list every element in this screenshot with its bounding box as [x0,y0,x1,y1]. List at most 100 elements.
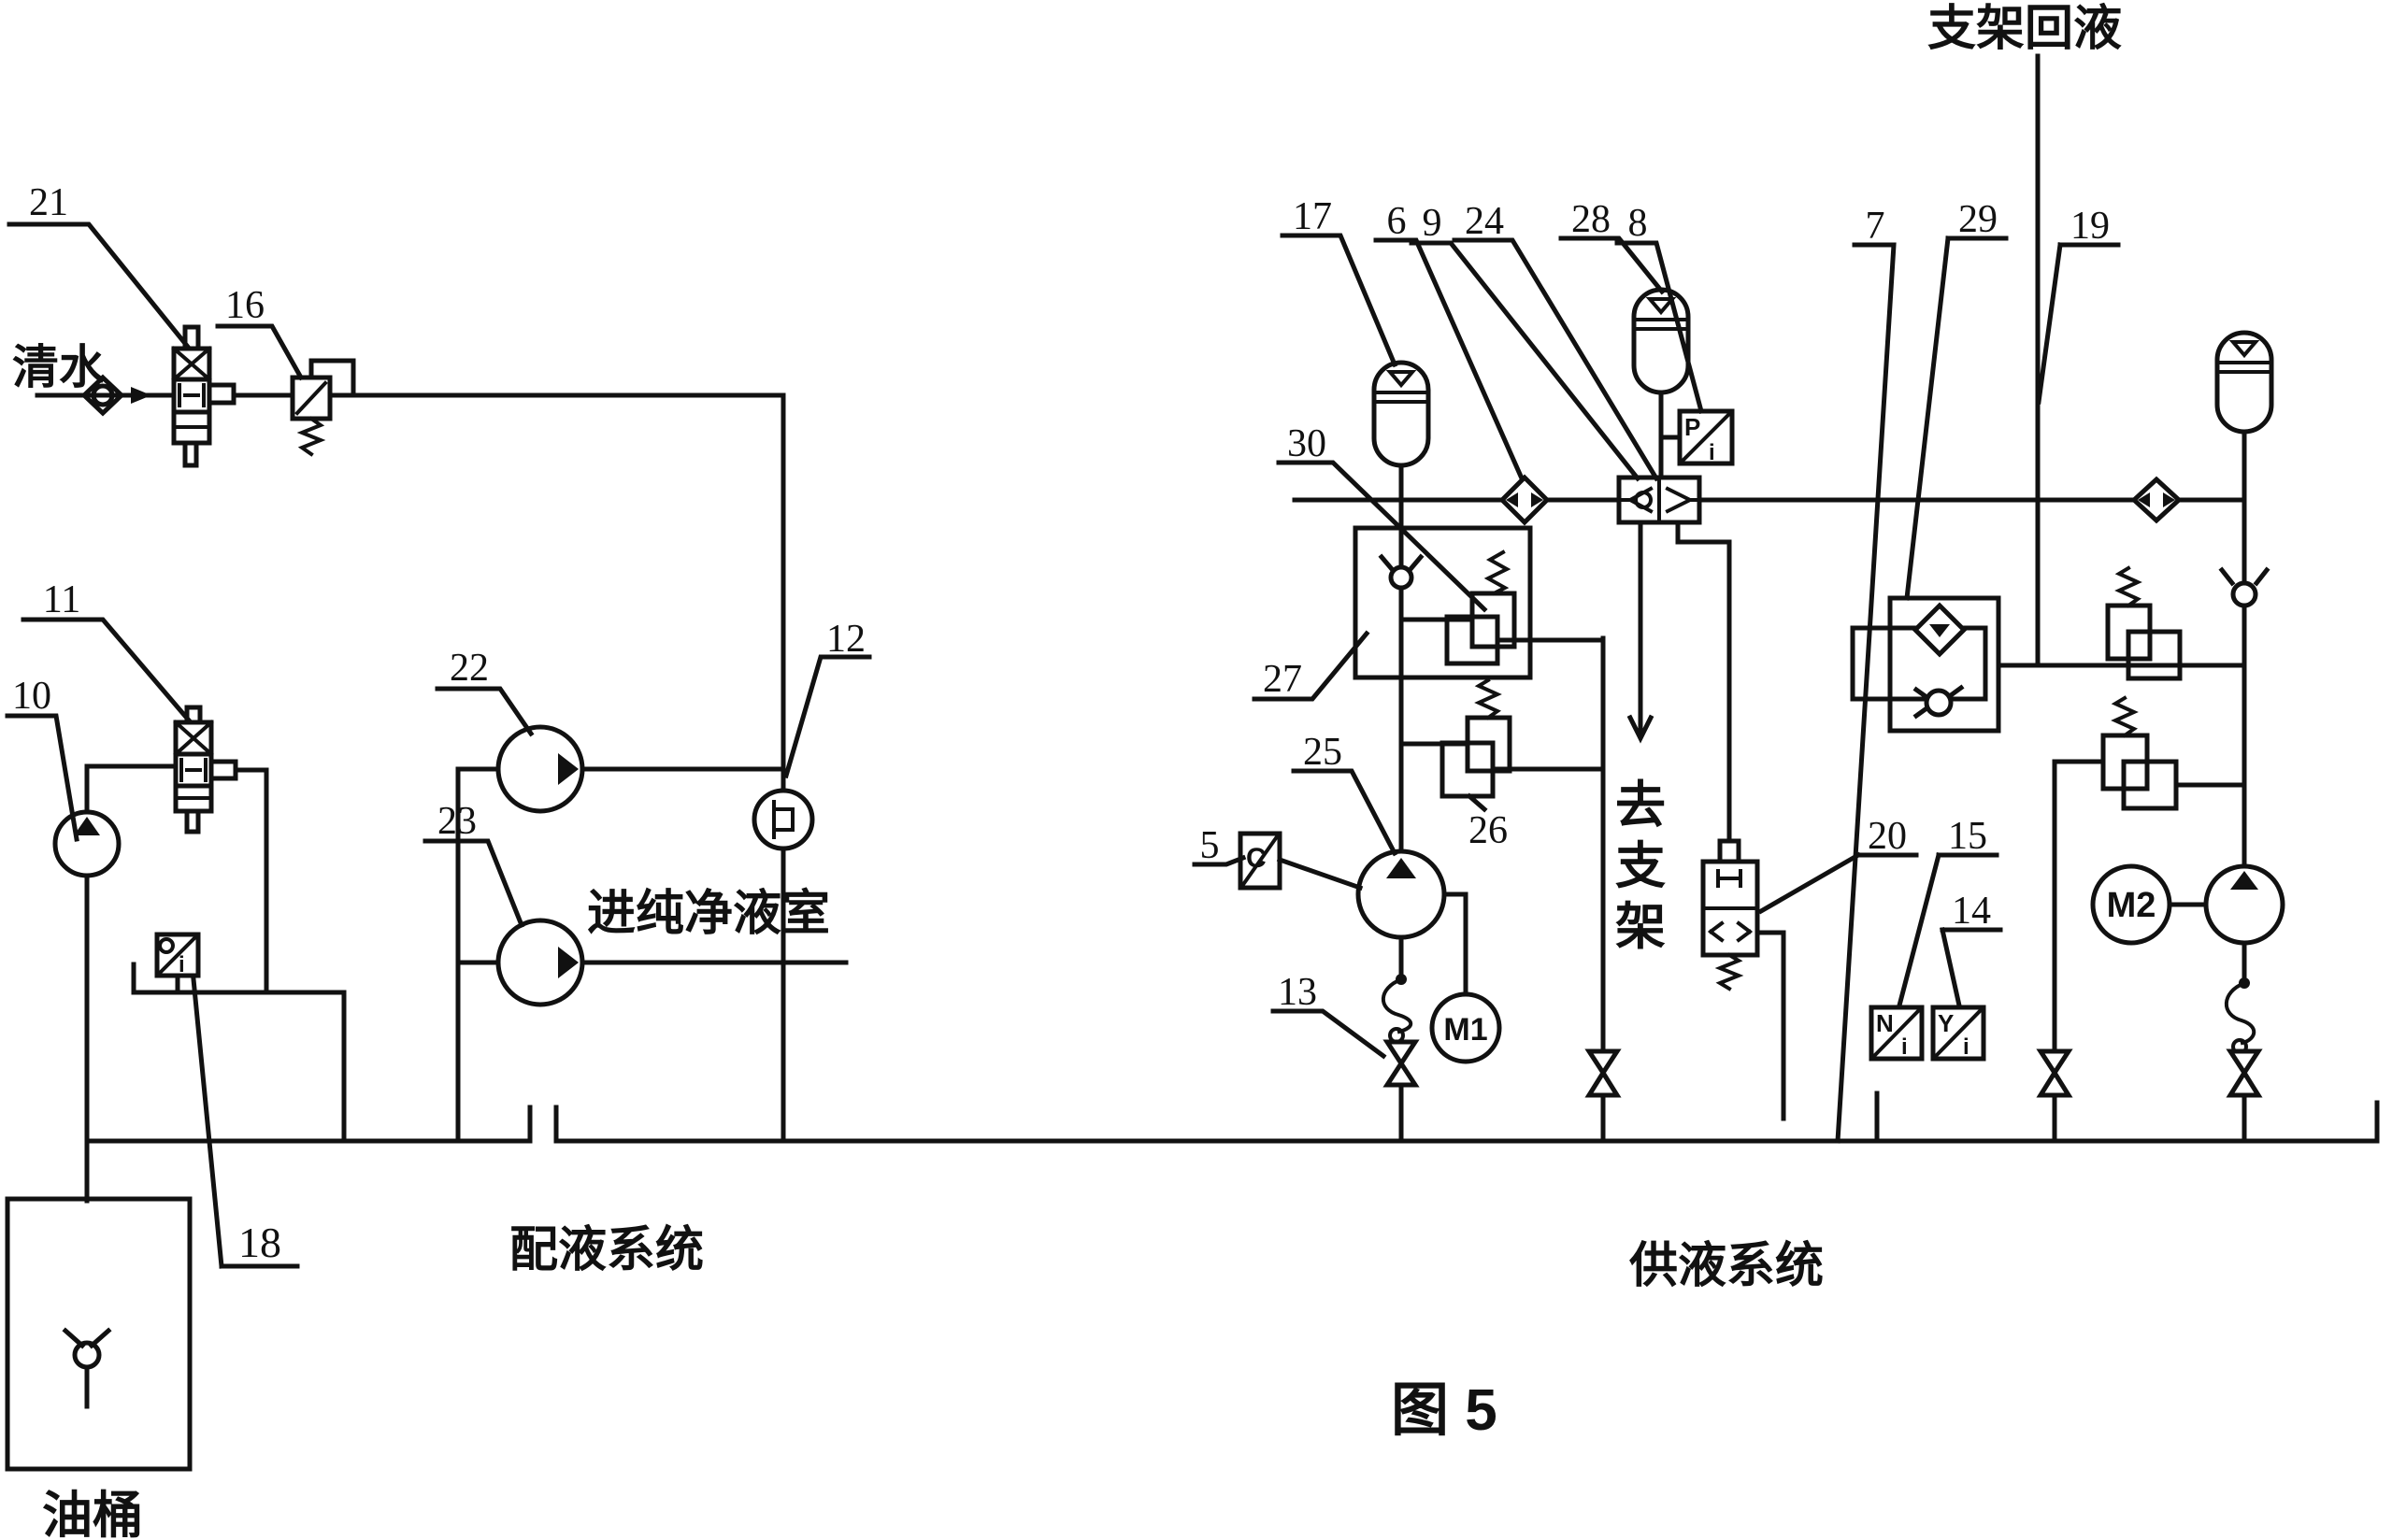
part-number-17: 17 [1293,195,1332,238]
shutoff-valve-icon [1382,1039,1420,1088]
sensor-i-label: i [179,952,185,977]
part-number-19: 19 [2070,205,2110,248]
part-number-8: 8 [1628,202,1648,245]
part-number-16: 16 [225,284,265,327]
shutoff-valve-icon [2036,1048,2073,1098]
pump-25-group: C M1 [1238,831,1502,1144]
shutoff-valve-icon [1584,1048,1622,1098]
support-return-label: 支架回液 [1927,2,2122,56]
part-number-18: 18 [238,1219,281,1266]
right-system: P i [553,53,2380,1144]
part-number-23: 23 [437,800,477,843]
oil-tank [5,1196,193,1472]
part-number-7: 7 [1866,205,1885,248]
sensor-c-box: C [1238,831,1364,891]
accumulator-17-icon [1371,360,1431,503]
solenoid-valve-11-icon [173,705,238,834]
part-number-11: 11 [43,578,80,621]
clean-water-label: 清水 [12,341,107,393]
sensor-n-box: N i [1869,1005,1925,1062]
valve-24-icon [1616,475,1702,525]
left-bus-line [84,1105,533,1144]
pump-25-icon [1355,848,1447,940]
relief-valve-16-icon [290,358,356,457]
part-number-29: 29 [1958,198,1998,241]
check-valve-icon [2218,566,2270,608]
part-number-20: 20 [1868,815,1907,858]
solenoid-valve-21-icon [171,324,236,468]
figure-title: 图 5 [1391,1378,1497,1443]
pure-liquid-chamber-label: 进纯净液室 [587,887,830,941]
flexible-hose-icon [1381,974,1413,1044]
valve-block-27 [1353,497,1606,854]
check-block-29 [1850,595,2001,734]
part-number-30: 30 [1287,422,1326,465]
pump-icon [2203,863,2285,946]
pump-23-icon [455,918,849,1007]
part-number-5: 5 [1200,824,1220,867]
relief-valve-icon [2036,695,2246,1144]
right-system-label: 供液系统 [1629,1239,1824,1293]
filter-icon [2130,476,2183,524]
sensor-y-box: Y i [1930,1005,1986,1062]
return-manifold [131,962,347,1144]
oil-tank-label: 油桶 [42,1488,143,1540]
part-number-10: 10 [12,675,51,718]
relief-valve-26-icon [1398,677,1606,799]
right-pump-column: M2 [2090,497,2285,1144]
motor-m1-label: M1 [1443,1012,1487,1048]
chinese-texts: 清水 油桶 进纯净液室 配液系统 供液系统 支架回液 去 支 架 图 5 [12,2,2122,1540]
unloader-valve-20-icon [1700,838,1786,1121]
to-support-char3: 架 [1615,899,1666,955]
pressure-sensor-18-icon: i [154,932,201,995]
part-number-28: 28 [1571,198,1611,241]
pressure-sensor-8-icon: P i [1658,408,1735,466]
part-number-21: 21 [29,181,68,224]
relief-valve-icon [2105,565,2183,681]
part-number-27: 27 [1263,658,1302,701]
part-number-26: 26 [1468,809,1508,852]
part-numbers: 21 16 11 10 12 22 23 18 17 6 9 24 28 8 7… [12,181,2110,1266]
part-number-13: 13 [1278,971,1317,1014]
relief-valve-30-icon [1398,549,1606,666]
check-valve-icon [80,374,125,417]
leader-lines [5,221,2121,1269]
suction-strainer-icon [62,1327,112,1409]
flexible-hose-icon [2224,977,2256,1055]
part-number-9: 9 [1423,202,1442,245]
pump-10-icon [52,763,179,1204]
accumulator-icon [2214,330,2274,503]
sensor-y-label: Y [1938,1009,1954,1037]
pump-22-icon [455,724,786,814]
part-number-6: 6 [1387,200,1407,243]
filter-check-icon [1912,602,1968,658]
to-support-char1: 去 [1615,777,1666,834]
part-number-12: 12 [826,618,866,661]
filter-6-icon [1498,474,1551,526]
sensor-p-label: P [1684,413,1700,441]
main-bus-line [553,1100,2380,1144]
motor-m1-icon [1429,991,1502,1064]
part-number-25: 25 [1303,731,1342,774]
left-system-label: 配液系统 [509,1223,704,1277]
sensor-n-label: N [1876,1009,1894,1037]
clean-water-line [35,374,177,417]
to-support-outlet [1626,520,1654,744]
part-number-14: 14 [1952,890,1991,933]
line-to-bus [752,392,815,1144]
sensor-i-label: i [1901,1034,1908,1060]
port-12-icon [752,788,815,851]
to-support-char2: 支 [1615,838,1666,894]
flow-arrow-icon [131,387,151,404]
check-valve-icon [1378,553,1425,591]
drain-line [1584,635,1622,1144]
motor-m2-label: M2 [2107,886,2156,925]
part-number-24: 24 [1465,200,1504,243]
left-system: i [5,324,849,1472]
sensor-i-label: i [1963,1034,1969,1060]
part-number-15: 15 [1948,815,1987,858]
sensor-c-label: C [1246,843,1267,874]
part-number-22: 22 [450,647,489,690]
